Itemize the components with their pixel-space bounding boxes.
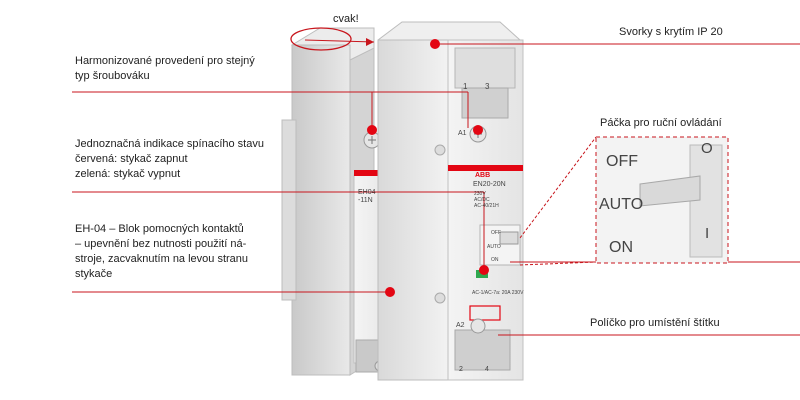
terminal-1: 1 xyxy=(463,82,468,91)
policko-label: Políčko pro umístění štítku xyxy=(590,317,720,329)
device-spec-lines: 230V AC/DC AC-40/21H xyxy=(474,191,499,209)
cvak-marker xyxy=(290,27,374,51)
eh04-label: EH-04 – Blok pomocných kontaktů – upevně… xyxy=(75,223,249,280)
cvak-label: cvak! xyxy=(333,13,359,25)
terminal-3: 3 xyxy=(485,82,490,91)
device-rating: AC-1/AC-7a: 20A 230V xyxy=(472,290,524,296)
manual-lever-zoom xyxy=(595,136,729,264)
terminal-4: 4 xyxy=(485,366,489,373)
aux-model: EH04 -11N xyxy=(358,189,376,204)
contactor-body xyxy=(377,21,524,381)
harmonizovane-label: Harmonizované provedení pro stejný typ š… xyxy=(75,55,255,82)
zoom-on-label: ON xyxy=(609,239,633,256)
zoom-o-label: O xyxy=(701,140,713,157)
callout-dots xyxy=(367,39,489,297)
zoom-auto-label: AUTO xyxy=(599,196,644,213)
svorky-label: Svorky s krytím IP 20 xyxy=(619,26,723,38)
zoom-i-label: I xyxy=(705,225,710,242)
terminal-a1: A1 xyxy=(458,130,467,137)
terminal-2: 2 xyxy=(459,366,463,373)
device-model: EN20-20N xyxy=(473,181,506,188)
mini-on: ON xyxy=(491,257,499,263)
terminal-a2: A2 xyxy=(456,322,465,329)
mini-off: OFF xyxy=(491,230,501,236)
packa-label: Páčka pro ruční ovládání xyxy=(600,117,722,129)
mini-auto: AUTO xyxy=(487,244,501,250)
zoom-off-label: OFF xyxy=(606,153,638,170)
indikace-label: Jednoznačná indikace spínacího stavu čer… xyxy=(75,138,264,180)
brand-logo: ABB xyxy=(475,172,491,179)
